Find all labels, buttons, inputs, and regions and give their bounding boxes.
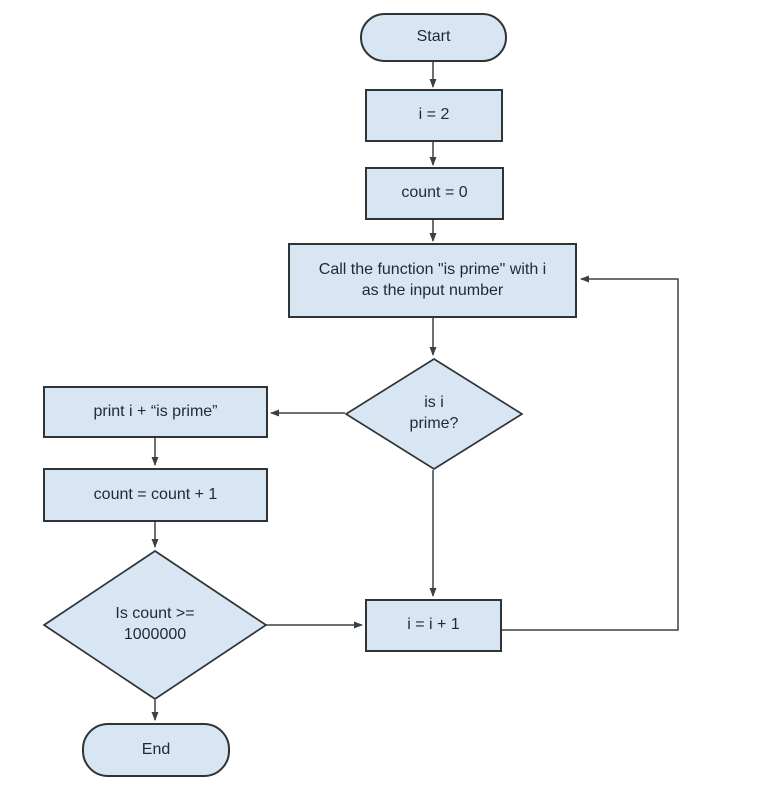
- flowchart-node-inc-i: i = i + 1: [365, 599, 502, 652]
- node-label-print-prime: print i + “is prime”: [93, 402, 218, 420]
- flowchart-node-call-isprime: Call the function "is prime" with i as t…: [288, 243, 577, 318]
- flowchart-node-inc-count: count = count + 1: [43, 468, 268, 522]
- flowchart-node-count-check: Is count >= 1000000: [43, 550, 267, 700]
- flowchart-node-start: Start: [360, 13, 507, 62]
- decision-diamond-shape: [43, 550, 267, 700]
- node-label-inc-i: i = i + 1: [407, 616, 460, 634]
- node-label-set-count: count = 0: [401, 184, 468, 202]
- decision-diamond-shape: [345, 358, 523, 470]
- flowchart-node-is-i-prime: is i prime?: [345, 358, 523, 470]
- flowchart-node-set-count: count = 0: [365, 167, 504, 220]
- node-label-inc-count: count = count + 1: [93, 485, 218, 503]
- node-label-is-i-prime: is i prime?: [409, 394, 459, 432]
- flowchart-node-end: End: [82, 723, 230, 777]
- flowchart-node-print-prime: print i + “is prime”: [43, 386, 268, 438]
- node-label-count-check: Is count >= 1000000: [115, 605, 195, 643]
- node-label-end: End: [141, 740, 171, 758]
- node-label-set-i: i = 2: [418, 106, 450, 124]
- edge-inc-i-loop-to-call: [502, 275, 679, 631]
- node-label-start: Start: [416, 28, 451, 46]
- flowchart-node-set-i: i = 2: [365, 89, 503, 142]
- node-label-call-isprime: Call the function "is prime" with i as t…: [318, 260, 547, 299]
